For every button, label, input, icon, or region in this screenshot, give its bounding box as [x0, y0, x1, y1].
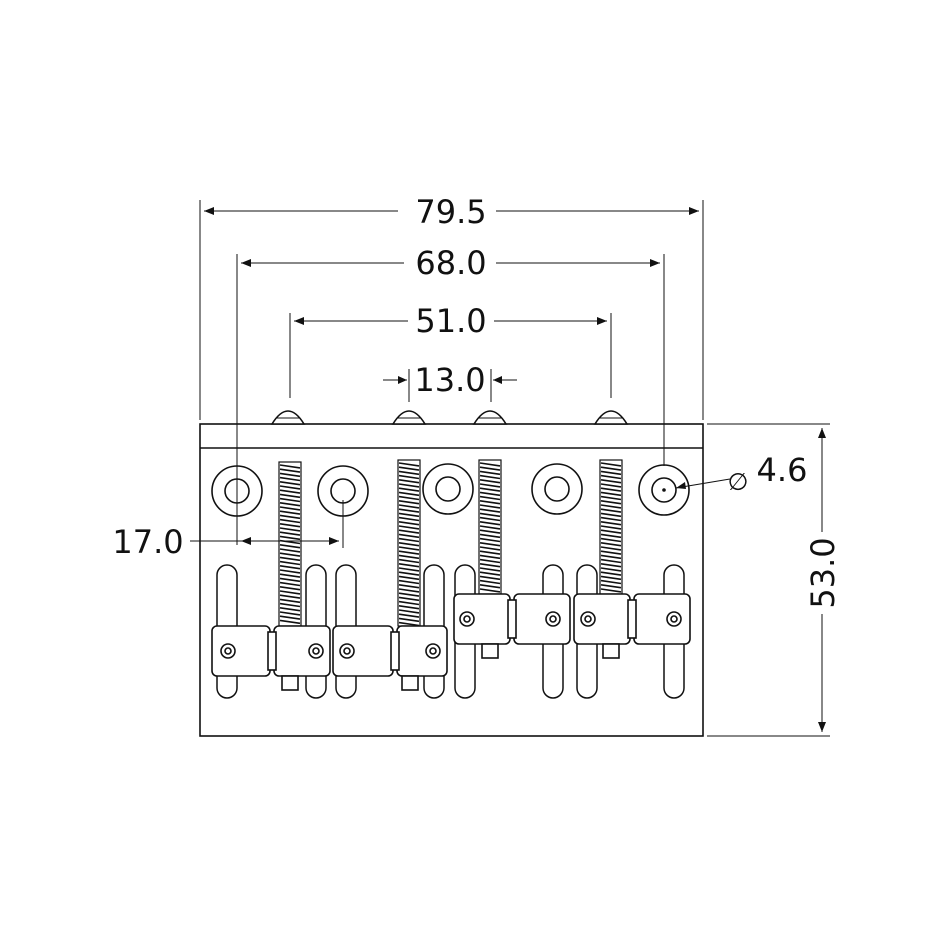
saddle-1: [211, 625, 331, 691]
dim-text-center-gap: 13.0: [414, 361, 485, 399]
spring-3: [478, 459, 502, 595]
spring-2: [397, 459, 421, 627]
diameter-symbol: ∅: [728, 468, 749, 496]
saddle-2: [332, 625, 448, 691]
mounting-hole-4: [531, 463, 583, 515]
saddle-3: [453, 593, 571, 659]
dim-text-hole-diameter: 4.6: [757, 451, 808, 489]
mounting-hole-3: [422, 463, 474, 515]
dimension-overall-length: [707, 423, 830, 737]
dim-text-screw-span: 51.0: [415, 302, 486, 340]
dimension-center-gap: [383, 369, 517, 402]
dimension-overall-width: [199, 200, 704, 420]
dim-text-overall-width: 79.5: [415, 193, 486, 231]
mounting-hole-5: [638, 464, 690, 516]
spring-4: [599, 459, 623, 595]
dimension-mounting-span: [236, 254, 665, 545]
intonation-springs: [278, 459, 623, 627]
spring-1: [278, 461, 302, 627]
dim-text-mounting-span: 68.0: [415, 244, 486, 282]
intonation-screw-heads: [270, 410, 629, 425]
dimension-hole-diameter-leader: [675, 478, 731, 489]
dimension-hole-spacing: [190, 500, 344, 548]
dimension-screw-span: [289, 313, 612, 398]
dim-text-overall-length: 53.0: [804, 537, 842, 608]
dim-text-hole-spacing: 17.0: [112, 523, 183, 561]
saddles: [211, 593, 691, 691]
saddle-4: [573, 593, 691, 659]
